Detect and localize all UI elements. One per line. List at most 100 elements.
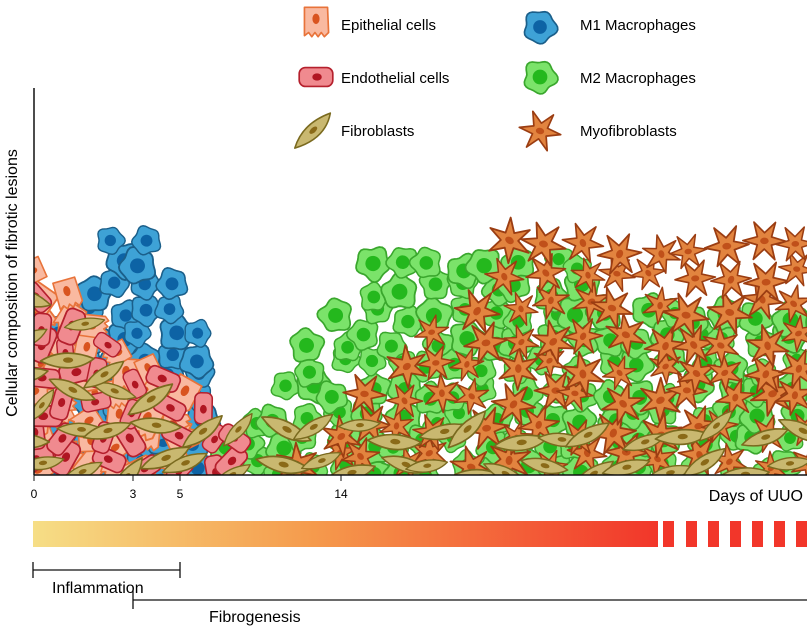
fibroblast [564, 422, 610, 448]
fibroblast [777, 418, 807, 443]
time-bar-dash [708, 521, 719, 547]
myofibroblast [781, 314, 807, 353]
myofibroblast [342, 373, 387, 414]
fibroblast [34, 328, 48, 350]
y-axis-label: Cellular composition of fibrotic lesions [4, 149, 21, 417]
myofibroblast [385, 384, 424, 418]
m1-macrophage [117, 246, 157, 285]
myofibroblast [423, 373, 461, 414]
tick-label-3: 3 [130, 487, 137, 501]
myofibroblast [672, 324, 716, 366]
m2-macrophage [408, 246, 441, 279]
m1-macrophage [124, 319, 152, 349]
myofibroblast [503, 291, 539, 326]
fibroblast [447, 410, 487, 449]
fibroblast [34, 367, 49, 383]
myofibroblast [560, 350, 605, 398]
myofibroblast [562, 318, 604, 355]
legend-label-m1: M1 Macrophages [580, 17, 696, 34]
myofibroblast [641, 234, 681, 274]
myofibroblast [386, 344, 428, 389]
time-bar-dash [730, 521, 741, 547]
m1-macrophage [178, 344, 215, 380]
phase-label-inflammation: Inflammation [52, 580, 144, 597]
time-bar-dash [796, 521, 807, 547]
phase-label-fibrogenesis: Fibrogenesis [209, 609, 301, 626]
fibroblast [63, 317, 106, 331]
m2-macrophage [376, 331, 408, 362]
myofibroblast [791, 443, 807, 475]
myofibroblast [484, 257, 525, 296]
fibroblast [520, 457, 569, 475]
fibroblast [34, 287, 52, 308]
phase-inflammation: Inflammation [32, 562, 181, 597]
m2-macrophage-icon [523, 60, 559, 95]
fibroblast [48, 378, 96, 401]
fibroblast [698, 410, 733, 442]
fibroblast [61, 461, 103, 475]
myofibroblast [463, 406, 510, 450]
myofibroblast [642, 286, 678, 325]
fibroblast [292, 413, 334, 441]
myofibroblast [488, 216, 531, 265]
myofibroblast-icon [518, 110, 562, 152]
fibroblast [109, 457, 143, 475]
myofibroblast [589, 411, 637, 455]
myofibroblast [745, 324, 790, 368]
epithelial-cell [52, 276, 84, 311]
fibroblast [129, 417, 182, 434]
myofibroblast [775, 226, 807, 262]
myofibroblast [503, 324, 540, 360]
epithelial-cell [34, 255, 48, 289]
time-gradient-bar [33, 521, 658, 547]
fibroblast [34, 456, 65, 471]
m2-macrophage [385, 247, 418, 279]
fibroblast [161, 452, 208, 474]
myofibroblast [702, 325, 739, 366]
fibroblast [572, 460, 615, 475]
myofibroblast [666, 371, 708, 410]
m1-macrophage [154, 294, 185, 325]
fibroblast [601, 459, 651, 475]
myofibroblast [601, 381, 645, 426]
m2-macrophage [346, 319, 379, 352]
fibroblast [483, 463, 528, 475]
fibroblast [39, 352, 95, 369]
myofibroblast [531, 319, 575, 365]
myofibroblast [602, 355, 638, 391]
m1-shape [523, 10, 559, 45]
time-bar-dash [686, 521, 697, 547]
myofibroblast [596, 233, 643, 275]
m2-macrophage [315, 380, 348, 415]
fibroblast [682, 447, 726, 475]
m1-macrophage [97, 226, 126, 256]
myofibroblast [742, 221, 787, 261]
endothelial-cell [122, 368, 148, 400]
m1-macrophage [184, 318, 212, 348]
myofibroblast [707, 353, 743, 393]
tick-label-5: 5 [177, 487, 184, 501]
m1-macrophage [131, 295, 163, 328]
fibroblast [34, 432, 51, 449]
epithelial-shape [303, 6, 330, 38]
myofibroblast [590, 286, 634, 330]
legend-label-fibroblast: Fibroblasts [341, 123, 414, 140]
myofibroblast [774, 284, 807, 324]
fibroblast [300, 452, 342, 470]
myofibroblast [454, 377, 490, 415]
myofibroblast [416, 345, 456, 381]
fibroblast [337, 419, 381, 432]
myofibroblast [778, 348, 807, 389]
myofibroblast [743, 261, 790, 303]
cell-population-area [34, 216, 807, 475]
fibroblast [766, 456, 807, 471]
fibroblast [330, 464, 376, 475]
legend: Epithelial cells Endothelial cells Fibro… [294, 6, 696, 152]
m2-shape [523, 60, 559, 95]
tick-label-14: 14 [334, 487, 348, 501]
m2-macrophage [380, 271, 418, 309]
time-bar-dash [663, 521, 674, 547]
legend-label-myofibroblast: Myofibroblasts [580, 123, 677, 140]
legend-label-m2: M2 Macrophages [580, 70, 696, 87]
